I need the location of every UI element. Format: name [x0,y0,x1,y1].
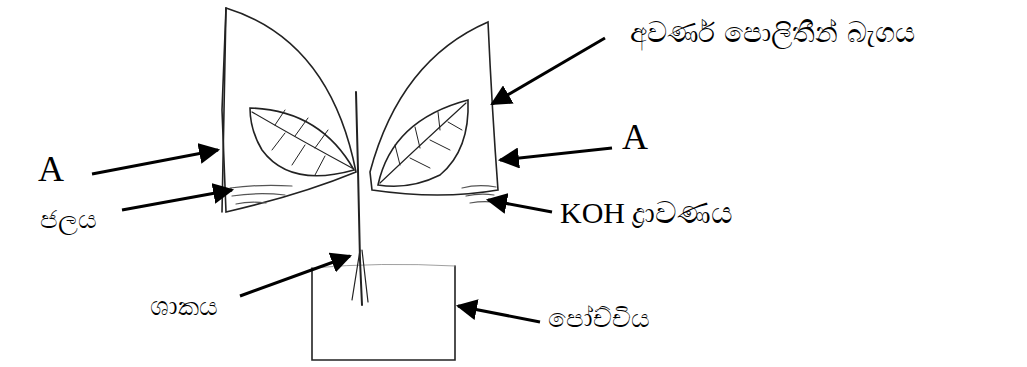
polythene-bag [222,8,356,212]
leaf-midrib [380,103,466,183]
polythene-bag [370,22,498,195]
pot-rim [312,264,455,268]
stem-base [352,250,368,302]
part-label: KOH ද්‍රාවණය [560,196,734,229]
leaf [378,100,468,186]
leader-arrow [122,190,232,210]
part-label: පෝච්චිය [548,304,650,333]
pot [312,266,455,360]
leaf [250,108,354,176]
leader-arrow [500,148,612,160]
bag-edge [222,8,226,212]
part-label: ජලය [40,205,97,234]
leaf-veins [272,110,328,175]
leaf-veins [395,112,462,168]
leader-arrow [92,150,218,174]
water [230,185,292,204]
leader-arrow [458,306,540,322]
part-label: අවර්ණ පොලිතීන් බැගය [630,18,915,49]
leader-arrow [240,256,350,296]
callout-letter: A [38,150,64,190]
callout-letter: A [622,118,648,158]
leader-arrow [488,200,552,212]
part-label: ශාකය [150,292,218,321]
leaf-midrib [252,112,352,168]
leader-arrow [492,38,605,104]
